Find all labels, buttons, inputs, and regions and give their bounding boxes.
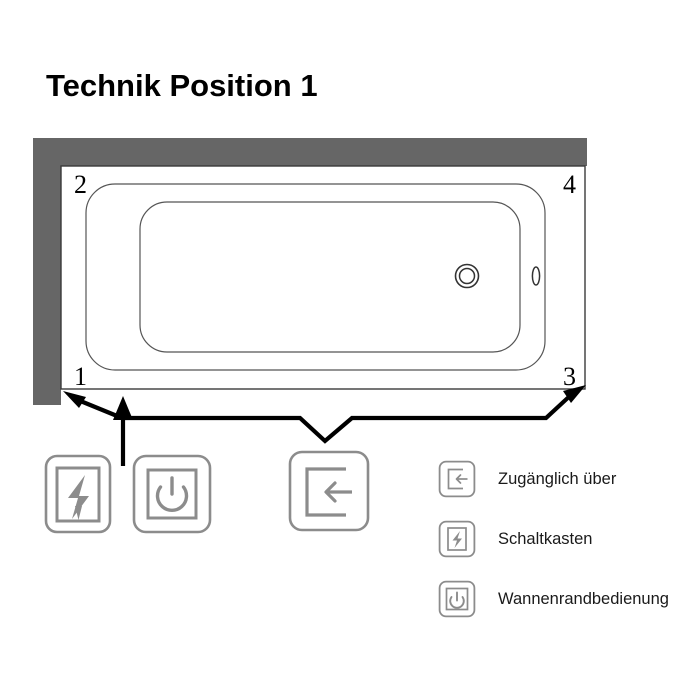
corner-label-4: 4 <box>563 170 576 199</box>
arrowhead-corner-3 <box>563 385 586 403</box>
legend-item-zugaenglich: Zugänglich über <box>438 460 616 498</box>
power-icon <box>155 476 189 512</box>
legend-item-schaltkasten: Schaltkasten <box>438 520 592 558</box>
drain-icon <box>454 263 480 289</box>
lightning-bolt-icon <box>438 520 476 558</box>
legend-label-wannenrandbedienung: Wannenrandbedienung <box>498 589 669 608</box>
corner-label-3: 3 <box>563 362 576 391</box>
corner-label-1: 1 <box>74 362 87 391</box>
lightning-bolt-icon <box>68 475 89 520</box>
door-access-icon <box>438 460 476 498</box>
overflow-icon <box>531 266 541 286</box>
door-access-icon <box>305 467 352 517</box>
arrowhead-corner-1 <box>63 391 86 408</box>
corner-label-2: 2 <box>74 170 87 199</box>
icon-schaltkasten[interactable] <box>44 454 112 534</box>
icon-wannenrandbedienung[interactable] <box>132 454 212 534</box>
arrowhead-schaltkasten <box>113 396 133 420</box>
tub-basin <box>139 201 521 353</box>
legend-label-schaltkasten: Schaltkasten <box>498 529 593 548</box>
legend-item-wannenrandbedienung: Wannenrandbedienung <box>438 580 669 618</box>
legend-label-zugaenglich: Zugänglich über <box>498 469 617 488</box>
icon-zugang[interactable] <box>288 450 370 532</box>
power-icon <box>438 580 476 618</box>
annotation-arrows <box>77 392 574 466</box>
wall-shading <box>33 138 587 405</box>
page-title: Technik Position 1 <box>46 68 318 103</box>
